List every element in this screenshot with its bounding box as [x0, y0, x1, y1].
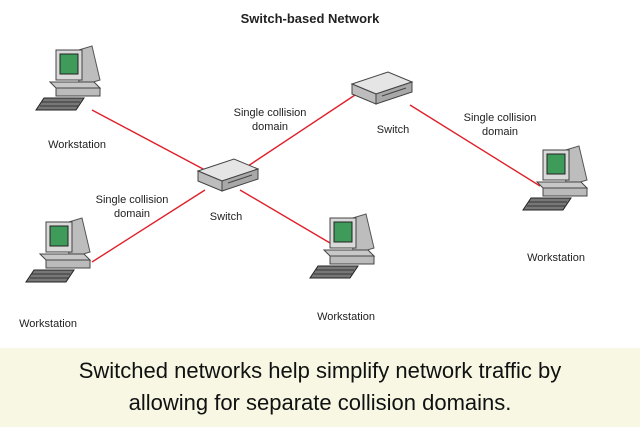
workstation-label-bottom-left: Workstation	[19, 318, 77, 330]
workstation-label-bottom-middle: Workstation	[317, 311, 375, 323]
caption-area: Switched networks help simplify network …	[0, 348, 640, 427]
workstation-label-right: Workstation	[527, 252, 585, 264]
workstation-icon	[25, 217, 91, 283]
switch-icon	[351, 71, 413, 105]
workstation-icon	[35, 45, 101, 111]
link-label-3-line1: Single collision	[96, 194, 169, 206]
workstation-bottom-middle	[309, 213, 375, 279]
workstation-icon	[309, 213, 375, 279]
link-switch-center-to-switch-top	[247, 94, 356, 167]
link-label-1-line1: Single collision	[234, 107, 307, 119]
link-switch-center-to-ws-bottom-middle	[239, 189, 331, 244]
link-switch-top-to-ws-right	[409, 104, 541, 187]
diagram-title: Switch-based Network	[241, 11, 380, 26]
switch-label-top: Switch	[377, 124, 409, 136]
link-label-1-line2: domain	[252, 121, 288, 133]
link-label-2-line2: domain	[482, 126, 518, 138]
link-ws-bottom-left-to-switch-center	[91, 189, 206, 263]
workstation-right	[522, 145, 588, 211]
caption-line-1: Switched networks help simplify network …	[78, 358, 562, 383]
link-label-3-line2: domain	[114, 208, 150, 220]
switch-top	[351, 71, 413, 105]
link-ws-top-left-to-switch-center	[91, 109, 206, 171]
network-diagram-canvas: Switch-based Network Single collision do…	[19, 11, 588, 330]
switch-icon	[197, 158, 259, 192]
workstation-bottom-left	[25, 217, 91, 283]
caption-line-2: allowing for separate collision domains.	[128, 390, 512, 415]
workstation-top-left	[35, 45, 101, 111]
workstation-icon	[522, 145, 588, 211]
switch-center	[197, 158, 259, 192]
network-diagram: Switch-based Network Single collision do…	[19, 11, 588, 330]
link-label-2-line1: Single collision	[464, 112, 537, 124]
switch-label-center: Switch	[210, 211, 242, 223]
workstation-label-top-left: Workstation	[48, 139, 106, 151]
